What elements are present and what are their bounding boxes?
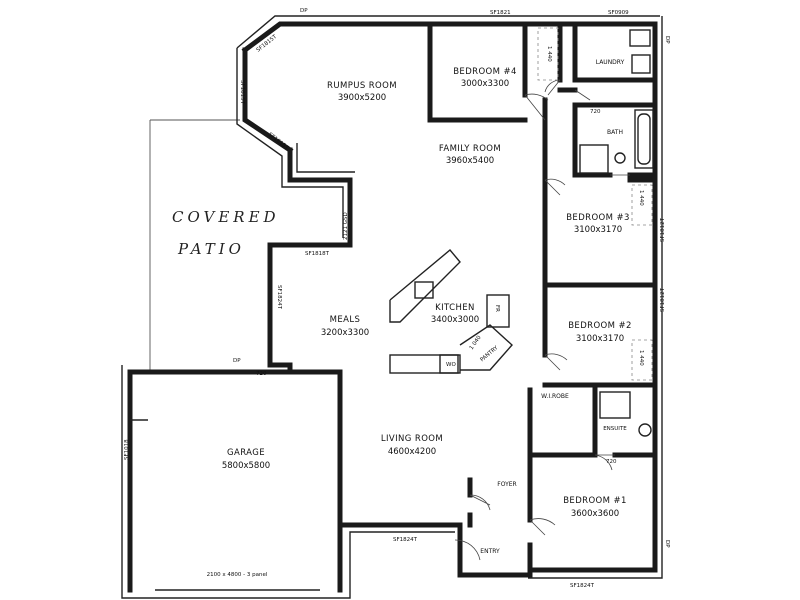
room-family-name: FAMILY ROOM [439,144,501,154]
room-garage-name: GARAGE [227,448,265,458]
window-label: SF1821 [490,10,511,16]
room-bedroom4-name: BEDROOM #4 [453,67,517,77]
room-meals-dim: 3200x3300 [321,328,369,338]
window-label: SF1815T [239,80,245,105]
pantry-dimension: 1 040 [469,334,483,351]
room-rumpus-name: RUMPUS ROOM [327,81,397,91]
room-bedroom1-dim: 3600x3600 [571,509,619,519]
room-kitchen-dim: 3400x3000 [431,315,479,325]
room-bedroom2-dim: 3100x3170 [576,334,624,344]
patio-outline [149,119,240,370]
garage-door [130,419,320,591]
interior-walls [427,21,658,578]
room-meals-name: MEALS [330,315,361,325]
patio-label: COVERED PATIO [172,208,280,258]
downpipe-label: DP [300,8,308,14]
closet-dimension: 1 440 [638,190,644,206]
room-living-dim: 4600x4200 [388,447,436,457]
room-living-name: LIVING ROOM [381,434,443,444]
dimension-label: 720 [256,371,267,377]
room-kitchen-name: KITCHEN [435,303,475,313]
room-wirobe-name: W.I.ROBE [541,393,569,400]
room-bedroom3-dim: 3100x3170 [574,225,622,235]
window-label: SF1018 [124,439,130,460]
fixtures [389,29,654,437]
room-bedroom1-name: BEDROOM #1 [563,496,627,506]
room-garage-dim: 5800x5800 [222,461,270,471]
dimension-label: 720 [590,109,601,115]
room-pantry-name: PANTRY [479,345,499,364]
room-family-dim: 3960x5400 [446,156,494,166]
room-labels: RUMPUS ROOM 3900x5200 BEDROOM #4 3000x33… [222,59,632,555]
closet-dimension: 1 440 [638,350,644,366]
garage-door-label: 2100 x 4800 - 3 panel [207,572,268,578]
window-label: SF1818T [305,251,330,257]
exterior-walls [127,21,658,593]
room-foyer-name: FOYER [497,481,516,488]
dimension-label: 720 [606,459,617,465]
window-label: SF1824T [276,285,282,310]
window-label: SF1812T [660,287,666,312]
room-bath-name: BATH [607,129,623,136]
window-label: SF1824T [570,583,595,589]
window-label: SF1812T [660,217,666,242]
room-bedroom4-dim: 3000x3300 [461,79,509,89]
patio-line1: COVERED [172,208,280,226]
door-label: 2121 GSD [343,212,349,240]
downpipe-label: DP [664,540,670,548]
room-bedroom2-name: BEDROOM #2 [568,321,632,331]
room-laundry-name: LAUNDRY [596,59,625,66]
window-label: SF1815T [267,132,290,152]
fridge-label: FR [494,305,500,312]
window-label: SF1824T [393,537,418,543]
patio-line2: PATIO [177,240,245,258]
room-ensuite-name: ENSUITE [603,426,627,432]
window-label: SF0909 [608,10,629,16]
door-swings [454,79,630,561]
room-rumpus-dim: 3900x5200 [338,93,386,103]
downpipe-label: DP [233,358,241,364]
room-entry-name: ENTRY [480,548,500,555]
room-bedroom3-name: BEDROOM #3 [566,213,630,223]
downpipe-label: DP [664,36,670,44]
closet-dimension: 1 440 [546,46,552,62]
wall-oven-label: WO [446,362,456,368]
facade-lines [121,15,663,599]
